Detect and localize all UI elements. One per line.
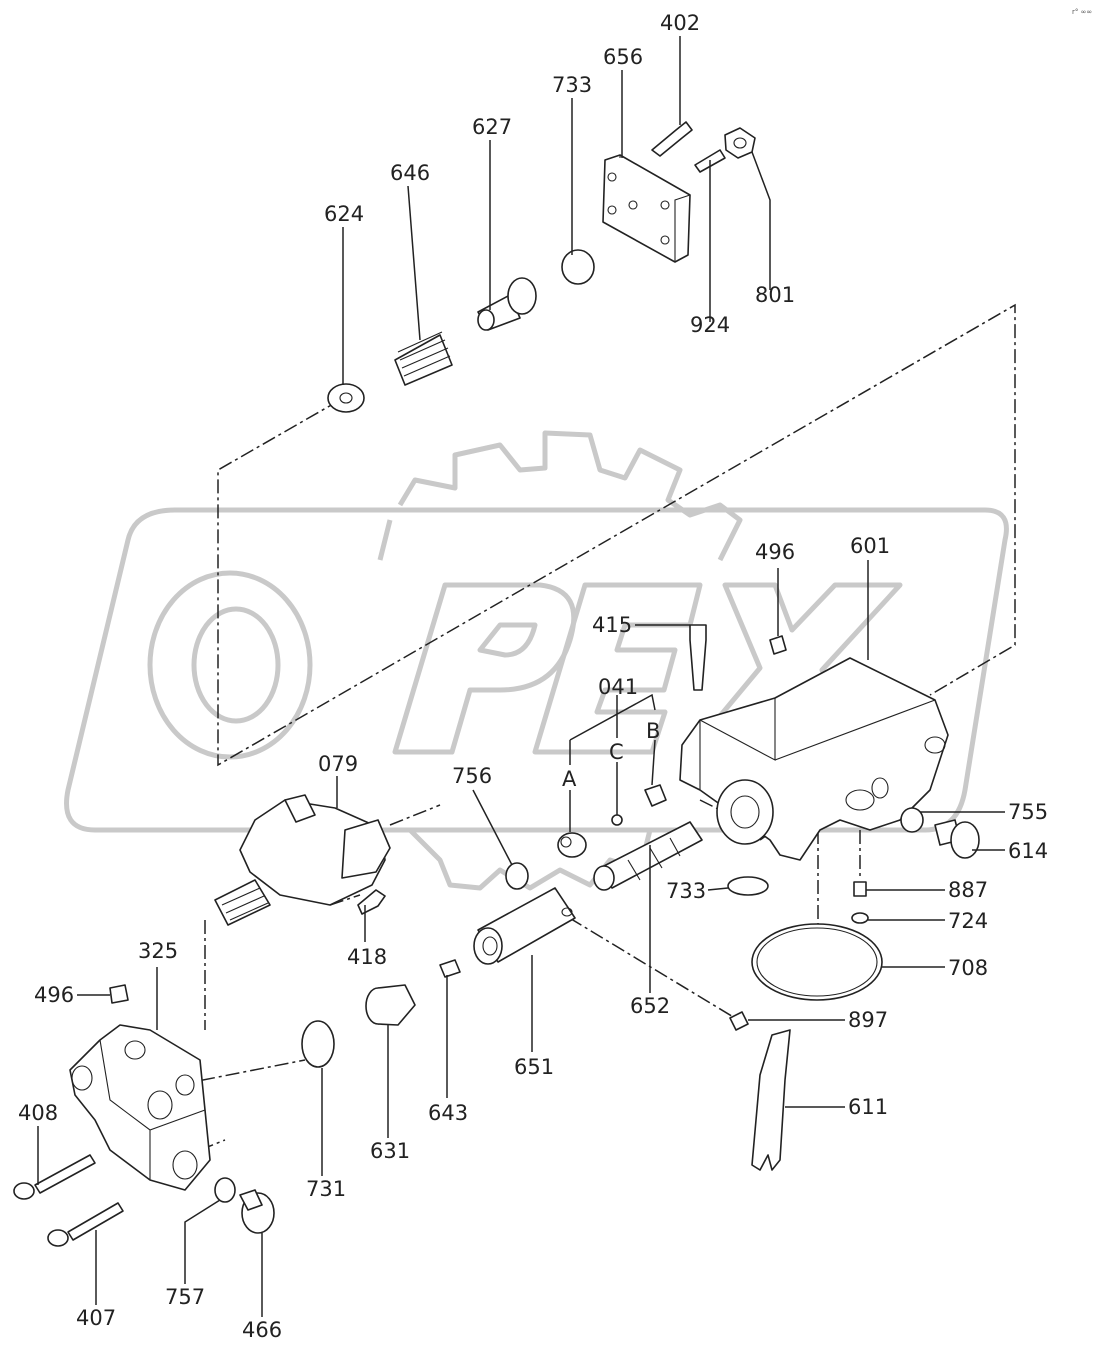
solenoid-valve-079 — [214, 794, 391, 926]
label-614: 614 — [1008, 839, 1048, 863]
label-757: 757 — [165, 1285, 205, 1309]
bolt-407 — [47, 1202, 124, 1247]
label-496-lower: 496 — [34, 983, 74, 1007]
parts-drawings — [13, 121, 980, 1247]
pin-643 — [439, 959, 461, 978]
label-041: 041 — [598, 675, 638, 699]
valve-block-325 — [69, 1024, 211, 1191]
label-756: 756 — [452, 764, 492, 788]
label-b: B — [646, 719, 660, 743]
sleeve-a — [557, 832, 587, 858]
oring-733-lower — [727, 876, 769, 896]
label-601: 601 — [850, 534, 890, 558]
piston-627 — [477, 277, 537, 331]
label-a: A — [562, 767, 577, 791]
bolt-408 — [13, 1154, 96, 1200]
label-418: 418 — [347, 945, 387, 969]
label-631: 631 — [370, 1139, 410, 1163]
watermark-letter-p — [392, 582, 577, 755]
label-408: 408 — [18, 1101, 58, 1125]
watermark-capsule-outline — [64, 507, 1009, 833]
label-627: 627 — [472, 115, 512, 139]
housing-601 — [679, 657, 949, 861]
label-466: 466 — [242, 1318, 282, 1342]
label-079: 079 — [318, 752, 358, 776]
part-labels: 402 656 733 627 646 624 801 924 496 601 … — [18, 11, 1048, 1342]
watermark-letter-o — [147, 570, 313, 760]
cover-plate-656 — [602, 154, 691, 263]
label-887: 887 — [948, 878, 988, 902]
sleeve-651 — [473, 887, 576, 965]
pin-897 — [729, 1011, 749, 1031]
label-652: 652 — [630, 994, 670, 1018]
label-496-top: 496 — [755, 540, 795, 564]
label-755: 755 — [1008, 800, 1048, 824]
oring-708 — [751, 923, 883, 1001]
bolt-415 — [689, 624, 707, 691]
label-407: 407 — [76, 1306, 116, 1330]
label-624: 624 — [324, 202, 364, 226]
label-643: 643 — [428, 1101, 468, 1125]
label-611: 611 — [848, 1095, 888, 1119]
plug-631 — [365, 984, 416, 1026]
spring-646 — [394, 331, 453, 386]
ball-c — [611, 814, 623, 826]
oring-756 — [505, 862, 529, 890]
leader-lines — [37, 36, 1005, 1317]
label-c: C — [609, 740, 624, 764]
label-708: 708 — [948, 956, 988, 980]
corner-mark: r° ∞∞ — [1072, 8, 1092, 16]
watermark-letter-e — [532, 582, 703, 755]
nut-801 — [724, 127, 756, 159]
watermark-letter-o-inner — [191, 606, 281, 724]
label-724: 724 — [948, 909, 988, 933]
label-731: 731 — [306, 1177, 346, 1201]
oring-724 — [851, 912, 869, 924]
watermark — [64, 430, 1009, 891]
label-415: 415 — [592, 613, 632, 637]
oring-731 — [301, 1020, 335, 1068]
plug-614 — [934, 819, 980, 859]
pin-887 — [853, 881, 867, 897]
lever-611 — [751, 1029, 791, 1171]
label-801: 801 — [755, 283, 795, 307]
label-646: 646 — [390, 161, 430, 185]
label-325: 325 — [138, 939, 178, 963]
bolt-418 — [357, 889, 386, 915]
label-897: 897 — [848, 1008, 888, 1032]
bolt-402 — [651, 121, 693, 157]
oring-755 — [900, 807, 924, 833]
oring-733-top — [561, 249, 595, 285]
plug-466 — [239, 1189, 275, 1234]
spool-652 — [593, 821, 703, 891]
plug-496-top — [769, 635, 787, 655]
watermark-gear-outline — [377, 430, 743, 562]
plug-b — [644, 784, 667, 807]
label-733-lower: 733 — [666, 879, 706, 903]
label-733-top: 733 — [552, 73, 592, 97]
label-656: 656 — [603, 45, 643, 69]
plug-496-lower — [109, 984, 129, 1004]
washer-624 — [327, 383, 365, 413]
label-402: 402 — [660, 11, 700, 35]
oring-757 — [214, 1177, 236, 1203]
label-651: 651 — [514, 1055, 554, 1079]
label-924: 924 — [690, 313, 730, 337]
